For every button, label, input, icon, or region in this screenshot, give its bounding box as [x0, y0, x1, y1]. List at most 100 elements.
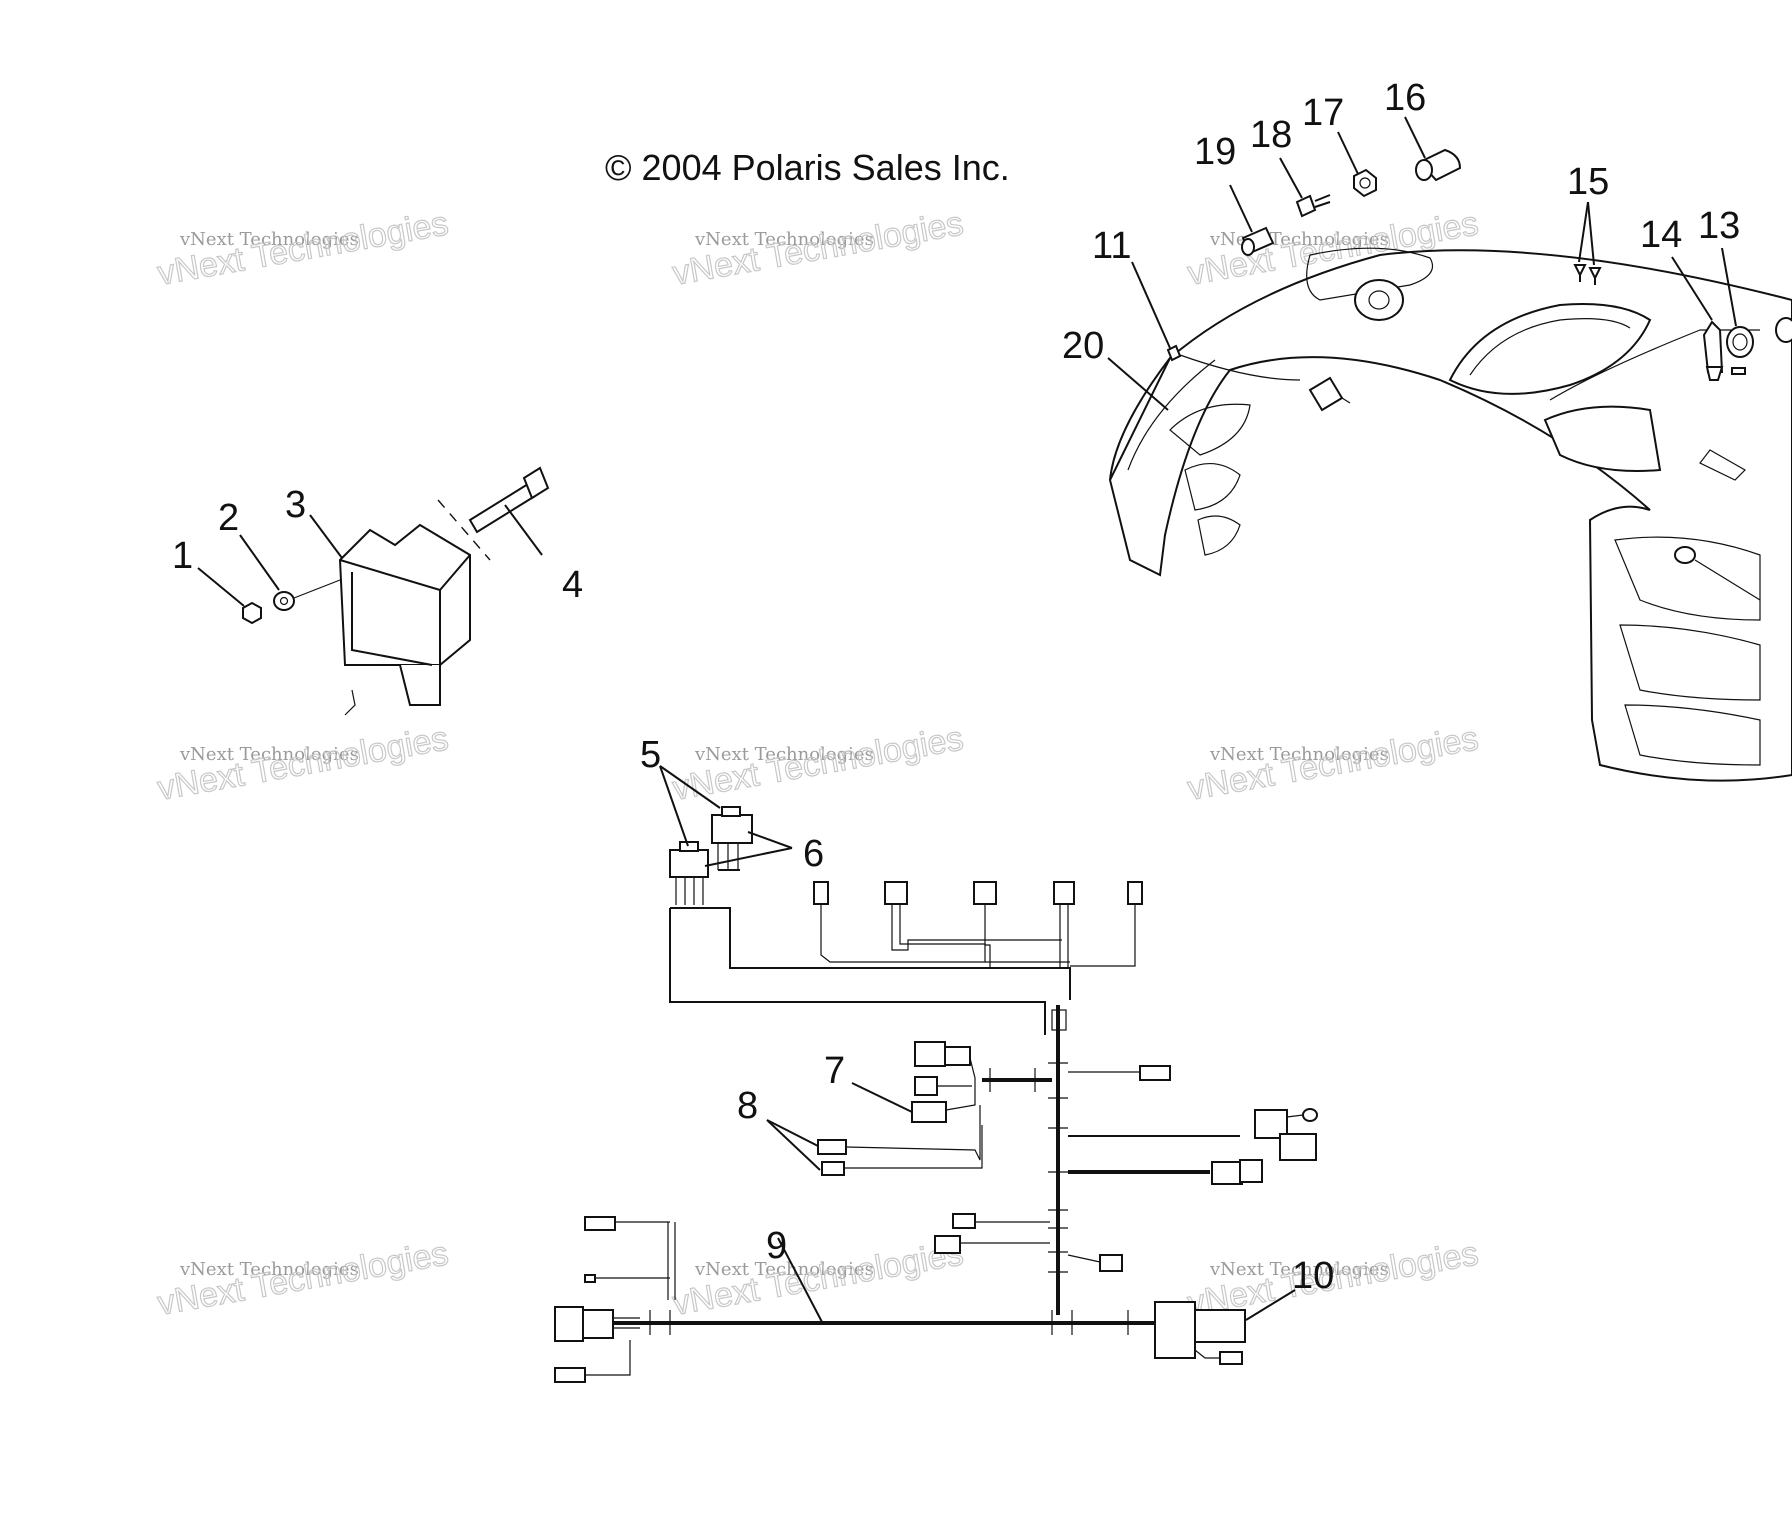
bolt	[468, 482, 537, 534]
svg-text:vNext Technologies: vNext Technologies	[694, 229, 874, 250]
leader-9	[777, 1237, 823, 1323]
dash-panel-assembly	[1107, 116, 1792, 782]
connector-8b	[821, 1161, 845, 1176]
callout-10: 10	[1292, 1255, 1334, 1297]
connector	[813, 881, 829, 905]
washer	[273, 591, 295, 611]
connector	[973, 881, 997, 905]
callout-15: 15	[1567, 161, 1609, 203]
leader-15a	[1578, 201, 1589, 263]
watermark: vNext Technologies vNext Technologies	[154, 204, 452, 294]
leader-11	[1131, 261, 1171, 349]
connector	[1053, 881, 1075, 905]
svg-text:vNext Technologies: vNext Technologies	[670, 719, 966, 808]
svg-text:vNext Technologies: vNext Technologies	[670, 204, 966, 293]
leader-6a	[747, 831, 793, 849]
cut-off-part	[1775, 317, 1792, 343]
leader-13	[1721, 247, 1737, 327]
connector-8a	[817, 1139, 847, 1155]
svg-text:vNext Technologies: vNext Technologies	[670, 1234, 966, 1323]
callout-19: 19	[1194, 131, 1236, 173]
leader-8a	[766, 1119, 819, 1147]
svg-text:vNext Technologies: vNext Technologies	[1209, 744, 1389, 765]
watermark: vNext Technologies vNext Technologies	[154, 719, 452, 809]
connector	[884, 881, 908, 905]
watermark-line1: vNext Technologies	[179, 229, 359, 250]
connector-10	[1154, 1301, 1196, 1359]
svg-text:vNext Technologies: vNext Technologies	[155, 719, 451, 808]
leader-1	[197, 567, 245, 607]
callout-4: 4	[562, 564, 583, 606]
nut	[242, 601, 262, 625]
callout-2: 2	[218, 497, 239, 539]
connector-7b	[914, 1076, 938, 1096]
watermark: vNext Technologies vNext Technologies	[669, 719, 967, 809]
gauge-socket	[1354, 279, 1404, 321]
svg-text:vNext Technologies: vNext Technologies	[179, 744, 359, 765]
connector-right-b	[1211, 1161, 1243, 1185]
callout-3: 3	[285, 484, 306, 526]
screw	[1166, 344, 1182, 362]
connector-left-large	[554, 1306, 584, 1342]
leader-7	[851, 1082, 913, 1113]
connector	[1127, 881, 1143, 905]
leader-8b	[766, 1119, 821, 1171]
svg-text:vNext Technologies: vNext Technologies	[1209, 1259, 1389, 1280]
module-assembly	[197, 466, 550, 716]
leader-18	[1279, 157, 1303, 199]
callout-14: 14	[1640, 214, 1682, 256]
leader-2	[239, 534, 280, 591]
dash-panel	[1108, 249, 1792, 782]
leader-5a	[659, 765, 689, 847]
leader-19	[1229, 184, 1253, 233]
connector-7c	[911, 1101, 947, 1123]
svg-text:vNext Technologies: vNext Technologies	[179, 1259, 359, 1280]
leader-4	[504, 504, 543, 556]
gauge-opening	[1448, 303, 1652, 395]
callout-8: 8	[737, 1085, 758, 1127]
watermark: vNext Technologies vNext Technologies	[154, 1234, 452, 1324]
clip-b	[1588, 267, 1602, 281]
connector-7a	[914, 1041, 946, 1067]
wire-harness	[554, 765, 1318, 1383]
callout-1: 1	[172, 535, 193, 577]
relay-lower	[669, 849, 709, 878]
leader-17	[1337, 131, 1359, 175]
leader-6b	[704, 847, 793, 867]
callout-18: 18	[1250, 114, 1292, 156]
leader-14	[1671, 256, 1713, 321]
callout-labels: 1 2 3 4 5 6 7 8 9 10 11 13 14 15 16 17 1…	[172, 77, 1740, 1297]
callout-5: 5	[640, 734, 661, 776]
svg-text:vNext Technologies: vNext Technologies	[155, 1234, 451, 1323]
lever	[1702, 320, 1724, 373]
clip-a	[1573, 264, 1587, 278]
callout-11: 11	[1092, 225, 1131, 267]
leader-5b	[659, 765, 721, 809]
leader-3	[309, 514, 343, 559]
copyright-text: © 2004 Polaris Sales Inc.	[605, 147, 1010, 188]
callout-9: 9	[766, 1225, 787, 1267]
watermark: vNext Technologies vNext Technologies	[669, 1234, 967, 1324]
callout-20: 20	[1062, 325, 1104, 367]
leader-15b	[1587, 201, 1595, 266]
svg-text:vNext Technologies: vNext Technologies	[694, 1259, 874, 1280]
knob	[1308, 376, 1344, 412]
key	[1295, 194, 1317, 218]
leader-16	[1404, 116, 1426, 159]
relay-upper	[711, 814, 753, 844]
callout-16: 16	[1384, 77, 1426, 119]
gear-knob	[1726, 326, 1754, 358]
watermark: vNext Technologies vNext Technologies	[669, 204, 967, 294]
watermark: vNext Technologies vNext Technologies	[1184, 719, 1482, 809]
hex-nut	[1353, 168, 1377, 198]
callout-17: 17	[1302, 92, 1344, 134]
callout-7: 7	[824, 1050, 845, 1092]
watermark-line2: vNext Technologies	[155, 204, 451, 293]
callout-6: 6	[803, 833, 824, 875]
callout-13: 13	[1698, 205, 1740, 247]
svg-text:vNext Technologies: vNext Technologies	[694, 744, 874, 765]
leader-10	[1245, 1289, 1296, 1321]
svg-text:vNext Technologies: vNext Technologies	[1185, 719, 1481, 808]
leader-20	[1107, 357, 1169, 411]
